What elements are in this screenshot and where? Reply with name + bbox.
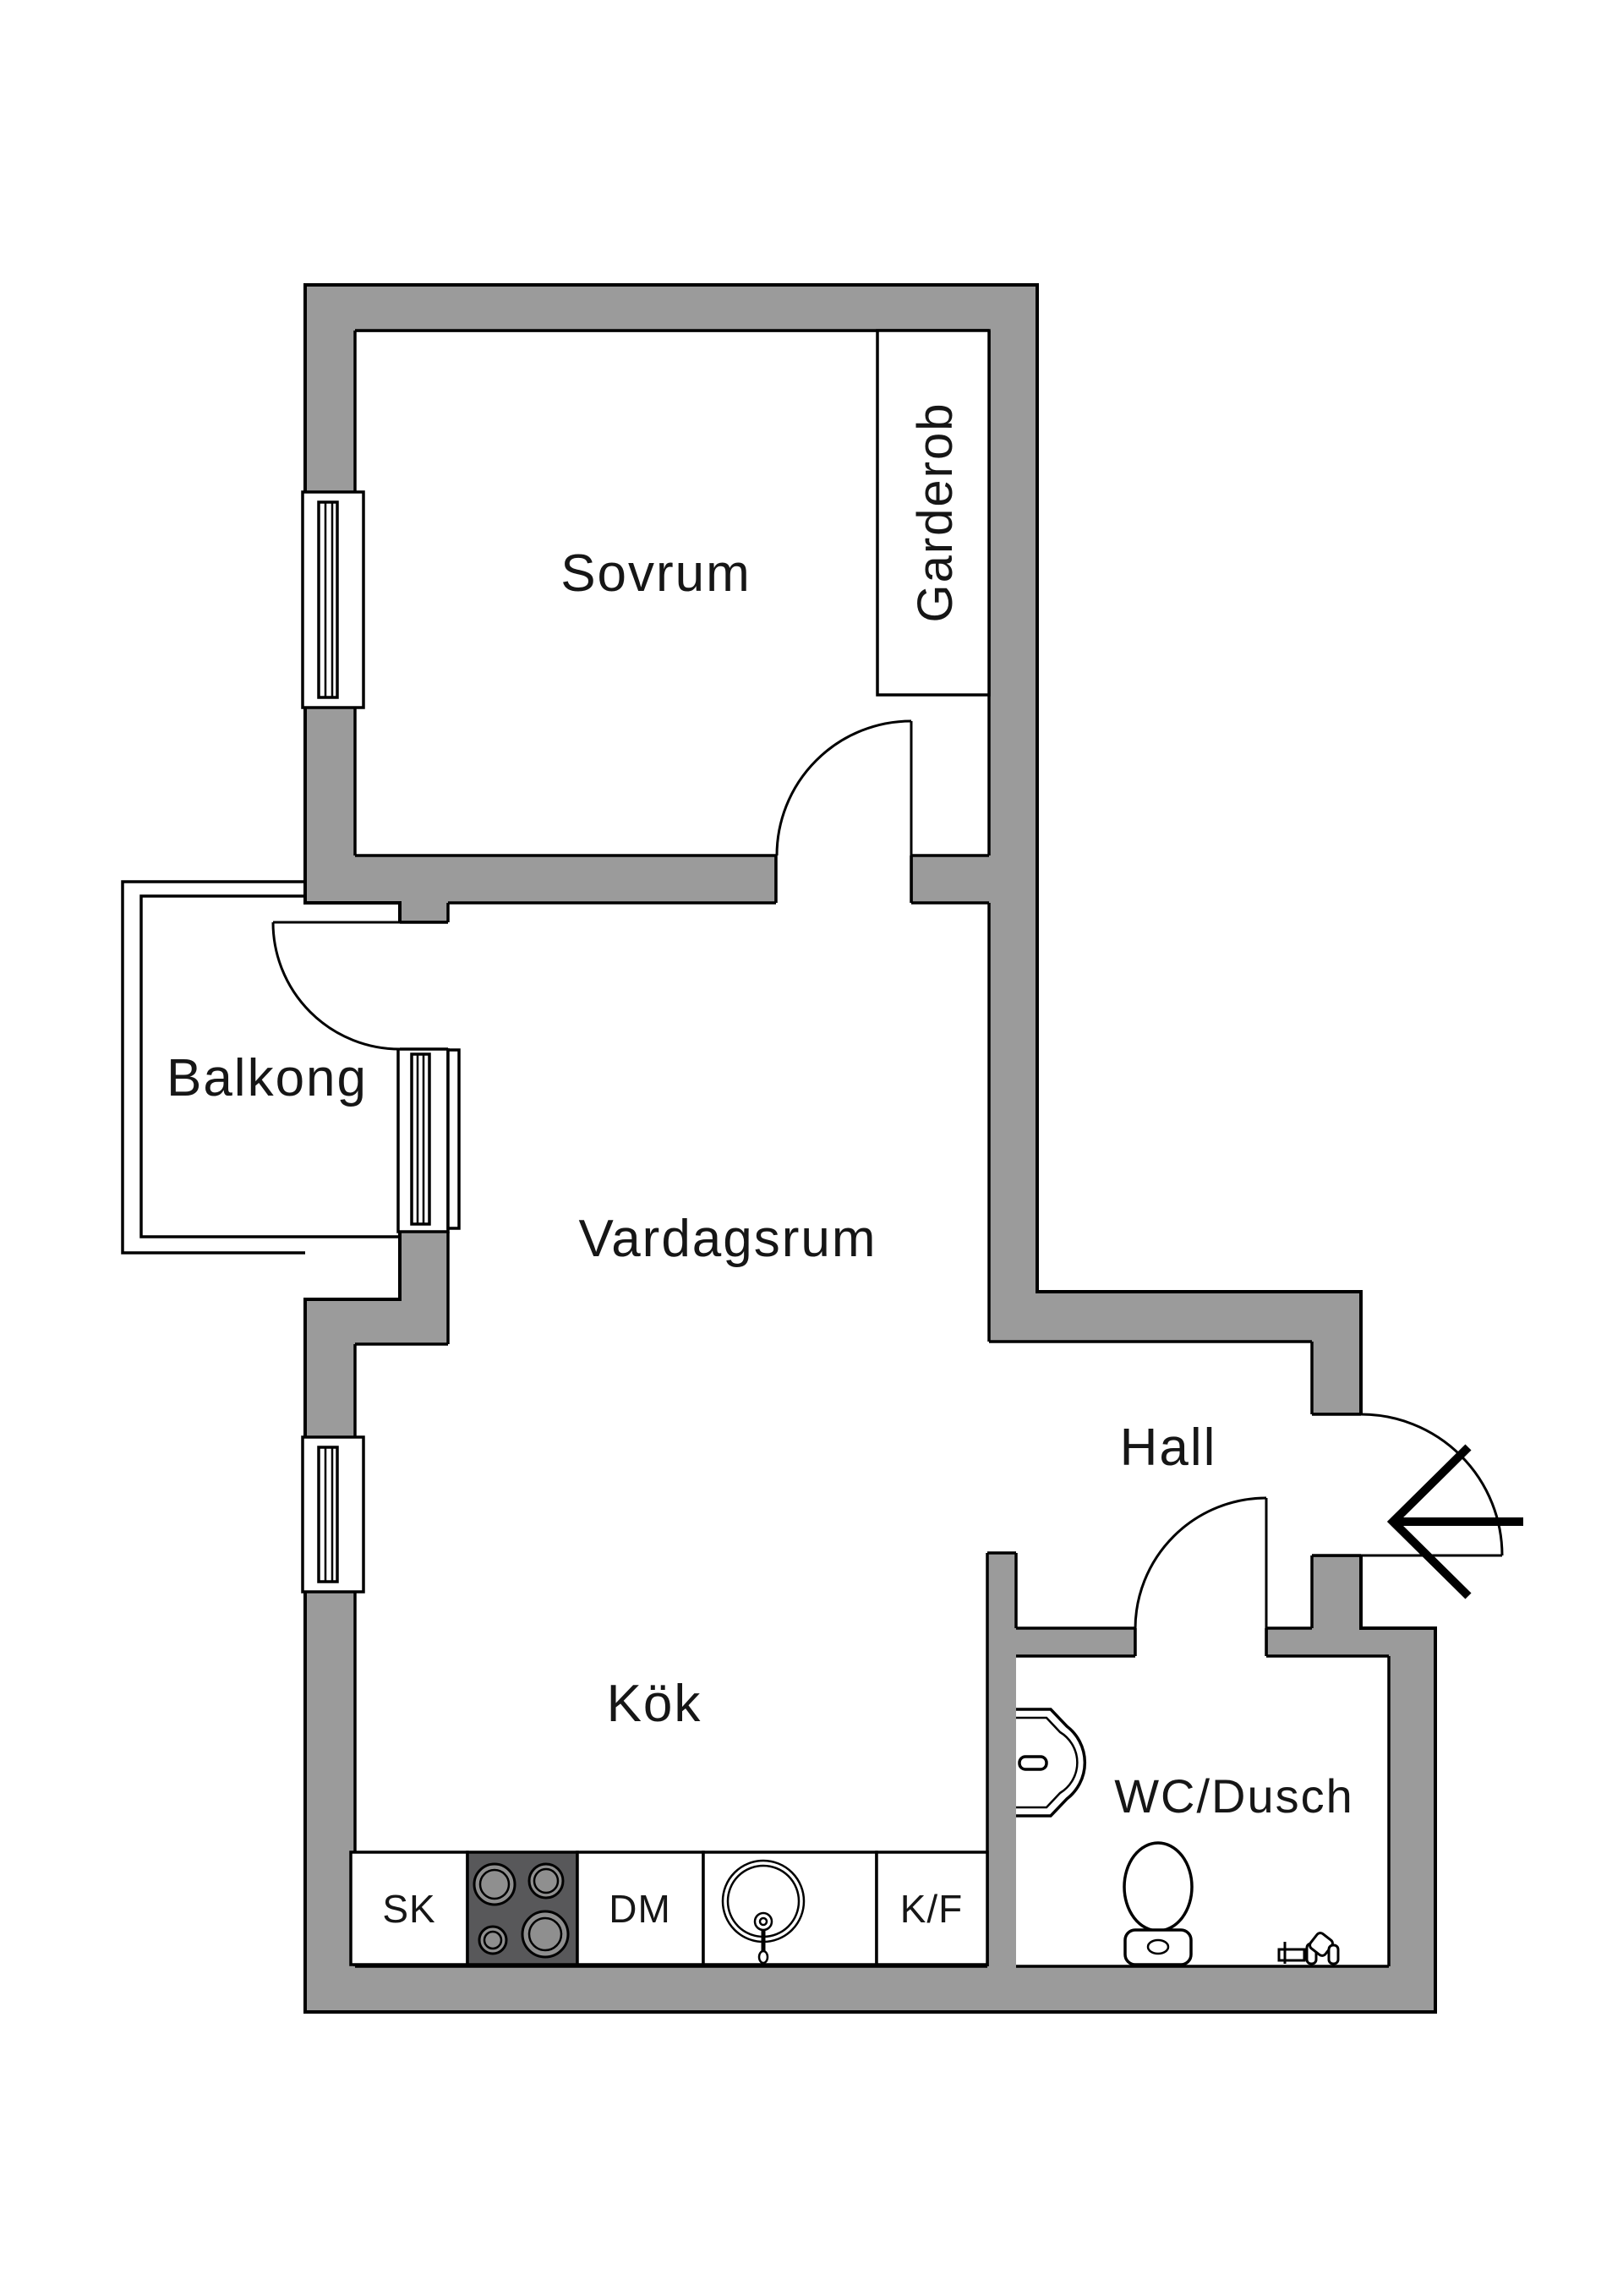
garderob-closet (876, 329, 991, 697)
shower-mixer-icon (1277, 1932, 1340, 1965)
window-kok-icon (301, 1435, 365, 1594)
room-label-wc-dusch: WC/Dusch (1114, 1769, 1354, 1823)
door-openings (396, 852, 1364, 1659)
unit-label-kf: K/F (900, 1887, 964, 1931)
stove-burners-icon (473, 1862, 570, 1959)
door-balkong-icon (271, 921, 401, 1051)
door-wc-icon (1134, 1496, 1268, 1630)
wall-outlines (303, 283, 1437, 2014)
unit-label-sk: SK (382, 1887, 435, 1931)
room-label-garderob: Garderob (908, 402, 963, 622)
counter-unit-dm (576, 1850, 705, 1966)
room-label-sovrum: Sovrum (560, 544, 751, 603)
door-jamb-caps (400, 856, 1361, 1656)
room-label-hall: Hall (1120, 1419, 1217, 1477)
room-label-kok: Kök (607, 1675, 702, 1733)
door-jambs (400, 856, 1361, 1656)
unit-label-dm: DM (609, 1887, 671, 1931)
washbasin-icon (1016, 1708, 1087, 1818)
kitchen-counter (349, 1850, 989, 1966)
sink-icon (721, 1859, 806, 1965)
wall-layer (305, 285, 1435, 2012)
room-label-vardagsrum: Vardagsrum (578, 1210, 877, 1268)
door-sovrum-icon (775, 719, 913, 856)
entry-arrow-icon (1386, 1444, 1523, 1599)
counter-unit-kf (875, 1850, 989, 1966)
room-label-balkong: Balkong (167, 1049, 368, 1107)
window-sovrum-icon (301, 490, 365, 709)
balcony-railing (121, 880, 400, 1255)
window-balkong-icon (396, 1045, 461, 1233)
toilet-icon (1123, 1841, 1194, 1966)
